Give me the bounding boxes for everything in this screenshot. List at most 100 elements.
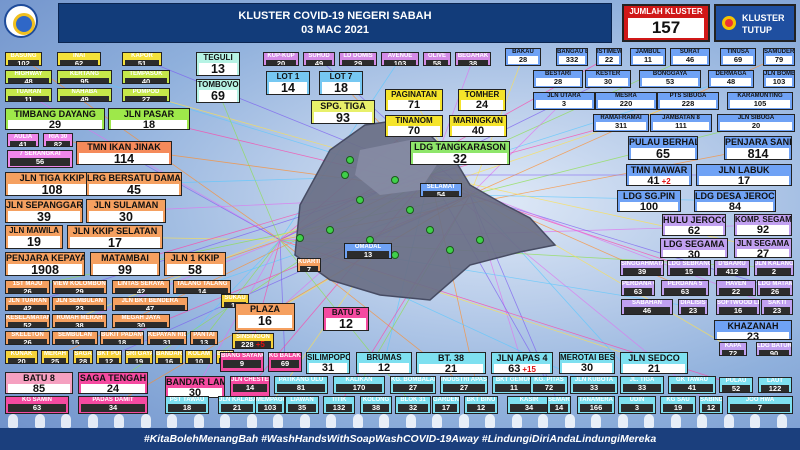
cluster-name: BLOK 31: [400, 397, 426, 403]
cluster-name: UDIN: [629, 397, 645, 403]
cluster-value: 12: [99, 358, 119, 363]
cluster-value: 2: [757, 268, 791, 275]
cluster-name: BASUNG: [10, 53, 37, 59]
cluster-name: JAMBATAN 8: [662, 115, 700, 121]
cluster-name: SEMBULAN: [58, 332, 92, 338]
cluster-name: JLN KKIP SELATAN: [72, 226, 158, 236]
cluster-value: 19: [128, 358, 150, 363]
cluster-name: JOO HWA: [745, 397, 775, 403]
cluster-name: VIEW KOLOMBONG: [53, 281, 107, 287]
cluster-name: OMADAL: [354, 244, 382, 250]
person-silhouette-icon: [193, 414, 204, 428]
cluster-name: GARDEN: [433, 397, 460, 403]
cluster-value: 13: [199, 63, 237, 75]
cluster-value: 18: [103, 339, 141, 344]
person-silhouette-icon: [273, 414, 283, 428]
cluster-name: PST TAWAU: [169, 397, 205, 403]
cluster-value: 99: [93, 264, 157, 275]
cluster-name: BIANG SAYANG: [221, 353, 264, 359]
person-silhouette-icon: [352, 414, 363, 428]
cluster-name: RAMAI-RAMAI: [600, 115, 642, 121]
cluster-name: JLN TIGA KKIP: [19, 173, 85, 183]
cluster-value: 12: [326, 318, 366, 330]
cluster-name: SEMARAK: [548, 397, 570, 403]
cluster-value: 14: [269, 82, 307, 94]
cluster-value: 23: [55, 305, 104, 310]
cluster-name: PULAU: [725, 378, 747, 384]
cluster-name: TUARAN: [15, 89, 42, 95]
cluster-name: ISTIMEWA: [597, 49, 622, 55]
cluster-box: ISTIMEWA22: [596, 48, 622, 66]
cluster-value: 19: [8, 236, 60, 248]
cluster-value: 63: [624, 288, 652, 295]
cluster-value: 15: [55, 339, 95, 344]
cluster-value: 18: [322, 82, 360, 94]
cluster-box: KUARTERS7: [297, 258, 321, 272]
cluster-box: BKT PUNAI12: [96, 350, 122, 364]
cluster-name: TANAMERA: [579, 397, 613, 403]
cluster-value: 18: [168, 404, 206, 412]
person-silhouette-icon: [326, 414, 336, 428]
person-silhouette-icon: [432, 414, 442, 428]
cluster-value: 228+5: [235, 341, 271, 348]
cluster-value: 22: [719, 288, 753, 295]
cluster-name: JLN KUBOTA: [574, 377, 614, 383]
cluster-name: KUARTERS: [298, 259, 320, 265]
cluster-name: TEGULI: [203, 53, 233, 62]
cluster-name: SELAMAT: [426, 184, 456, 190]
cluster-value: 16: [238, 315, 292, 328]
person-silhouette-icon: [8, 414, 18, 428]
cluster-name: MEGAH JAYA: [121, 315, 161, 321]
cluster-name: BRUMAS: [366, 353, 402, 362]
cluster-value: 332: [559, 56, 585, 64]
person-silhouette-icon: [591, 414, 601, 428]
cluster-name: KG SAU: [666, 397, 690, 403]
cluster-value: 25: [44, 358, 66, 363]
cluster-value: 33: [573, 384, 615, 392]
cluster-name: JLN TUARAN: [8, 298, 47, 304]
cluster-value: 21: [419, 364, 483, 373]
cluster-name: JLN 1 KKIP: [170, 253, 220, 263]
cluster-name: PADAS DAMIT: [92, 397, 134, 403]
jumlah-kluster-panel: JUMLAH KLUSTER 157: [622, 4, 710, 42]
new-cases-increment: +2: [661, 177, 671, 186]
cluster-name: TOMBOVO: [197, 80, 239, 89]
person-silhouette-icon: [670, 414, 681, 428]
cluster-name: HULU JEROCCO: [663, 215, 725, 225]
cluster-value: 69: [271, 360, 299, 368]
cluster-name: JLN BOMBA: [764, 71, 795, 77]
cluster-name: JLN MAWILA: [9, 226, 59, 235]
cluster-value: 48: [8, 78, 49, 83]
closed-cluster-icon: [722, 16, 736, 30]
cluster-value: 19: [663, 404, 693, 412]
cluster-box: LDG DESA JEROCCO84: [694, 190, 776, 212]
